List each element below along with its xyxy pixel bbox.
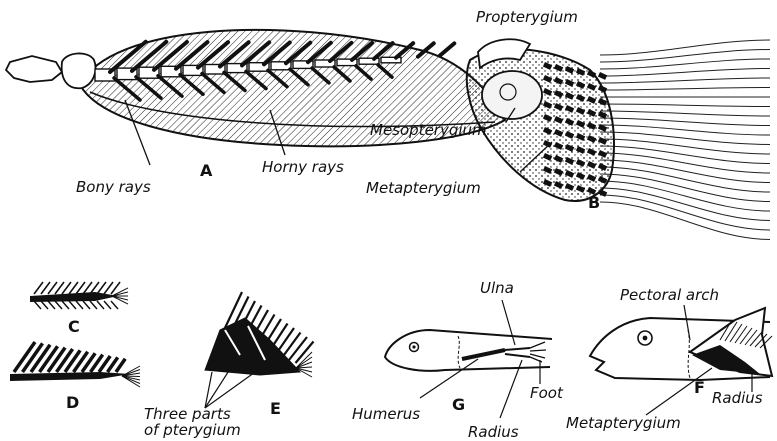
fin-c-ray <box>62 301 69 309</box>
label-horny-rays: Horny rays <box>262 158 344 176</box>
horny-ray <box>600 139 770 154</box>
panel-b: Propterygium Mesopterygium Metapterygium… <box>366 8 770 240</box>
horny-ray <box>600 181 770 211</box>
bony-ray <box>440 43 454 55</box>
panel-g: Ulna Humerus Radius Foot G <box>352 279 564 441</box>
label-mesopterygium: Mesopterygium <box>370 121 487 139</box>
label-ulna: Ulna <box>480 279 514 297</box>
fin-c-ray <box>112 292 128 296</box>
panel-a: Bony rays Horny rays A <box>6 30 505 196</box>
fin-c-ray <box>41 301 48 309</box>
horny-ray <box>600 111 770 116</box>
fish-f-pupil <box>643 336 648 341</box>
fin-d-bar <box>10 372 130 381</box>
fin-c-ray <box>111 301 118 309</box>
panel-letter-b: B <box>588 193 600 212</box>
horny-rays-group <box>600 40 770 240</box>
fin-c-ray <box>90 301 97 309</box>
label-of-pterygium: of pterygium <box>144 421 241 439</box>
basal-cartilage-2 <box>62 53 96 88</box>
panel-letter-e: E <box>270 399 281 418</box>
fin-c-ray <box>76 301 83 309</box>
fin-d-ray <box>40 346 58 372</box>
panel-letter-f: F <box>694 378 705 397</box>
horny-ray <box>600 78 770 83</box>
label-metapterygium-b: Metapterygium <box>366 179 481 197</box>
label-foot: Foot <box>530 384 564 402</box>
fish-g-pupil <box>412 345 415 348</box>
panel-f: Pectoral arch Radius Metapterygium F <box>566 286 772 432</box>
label-radius-f: Radius <box>712 389 763 407</box>
fin-c-ray <box>69 301 76 309</box>
horny-ray <box>600 153 770 173</box>
panel-e: Three parts of pterygium E <box>144 292 314 439</box>
fin-c-ray <box>34 301 41 309</box>
horny-ray <box>600 88 770 91</box>
panel-letter-d: D <box>66 393 79 412</box>
panel-d: D <box>10 342 140 412</box>
fin-c-ray <box>97 301 104 309</box>
horny-ray <box>600 104 770 107</box>
horny-ray <box>600 125 770 135</box>
label-metapterygium-f: Metapterygium <box>566 414 681 432</box>
fin-e-ray <box>283 333 301 358</box>
panel-letter-g: G <box>452 395 465 414</box>
fin-d-ray <box>57 349 73 372</box>
fin-c-ray <box>104 301 111 309</box>
panel-letter-a: A <box>200 161 213 180</box>
fin-c-ray <box>112 296 128 300</box>
label-pectoral-arch: Pectoral arch <box>620 286 719 304</box>
radial-segment <box>598 72 607 80</box>
fin-c-ray <box>55 301 62 309</box>
leader-three-3 <box>205 370 258 408</box>
label-propterygium: Propterygium <box>476 8 578 26</box>
label-humerus: Humerus <box>352 405 420 423</box>
panel-c: C <box>30 282 128 336</box>
horny-ray <box>600 69 770 77</box>
fin-d-ray <box>48 348 65 372</box>
fin-c-ray <box>48 301 55 309</box>
label-bony-rays: Bony rays <box>76 178 151 196</box>
horny-ray <box>600 59 770 69</box>
label-radius-g: Radius <box>468 423 519 441</box>
horny-ray <box>600 202 770 240</box>
basal-cartilage <box>6 56 62 82</box>
horny-ray <box>600 118 770 126</box>
fin-c-ray <box>83 301 90 309</box>
horny-ray <box>600 40 770 55</box>
fin-c-ray <box>112 296 128 304</box>
panel-letter-c: C <box>68 317 80 336</box>
fin-e-ray <box>289 337 307 360</box>
